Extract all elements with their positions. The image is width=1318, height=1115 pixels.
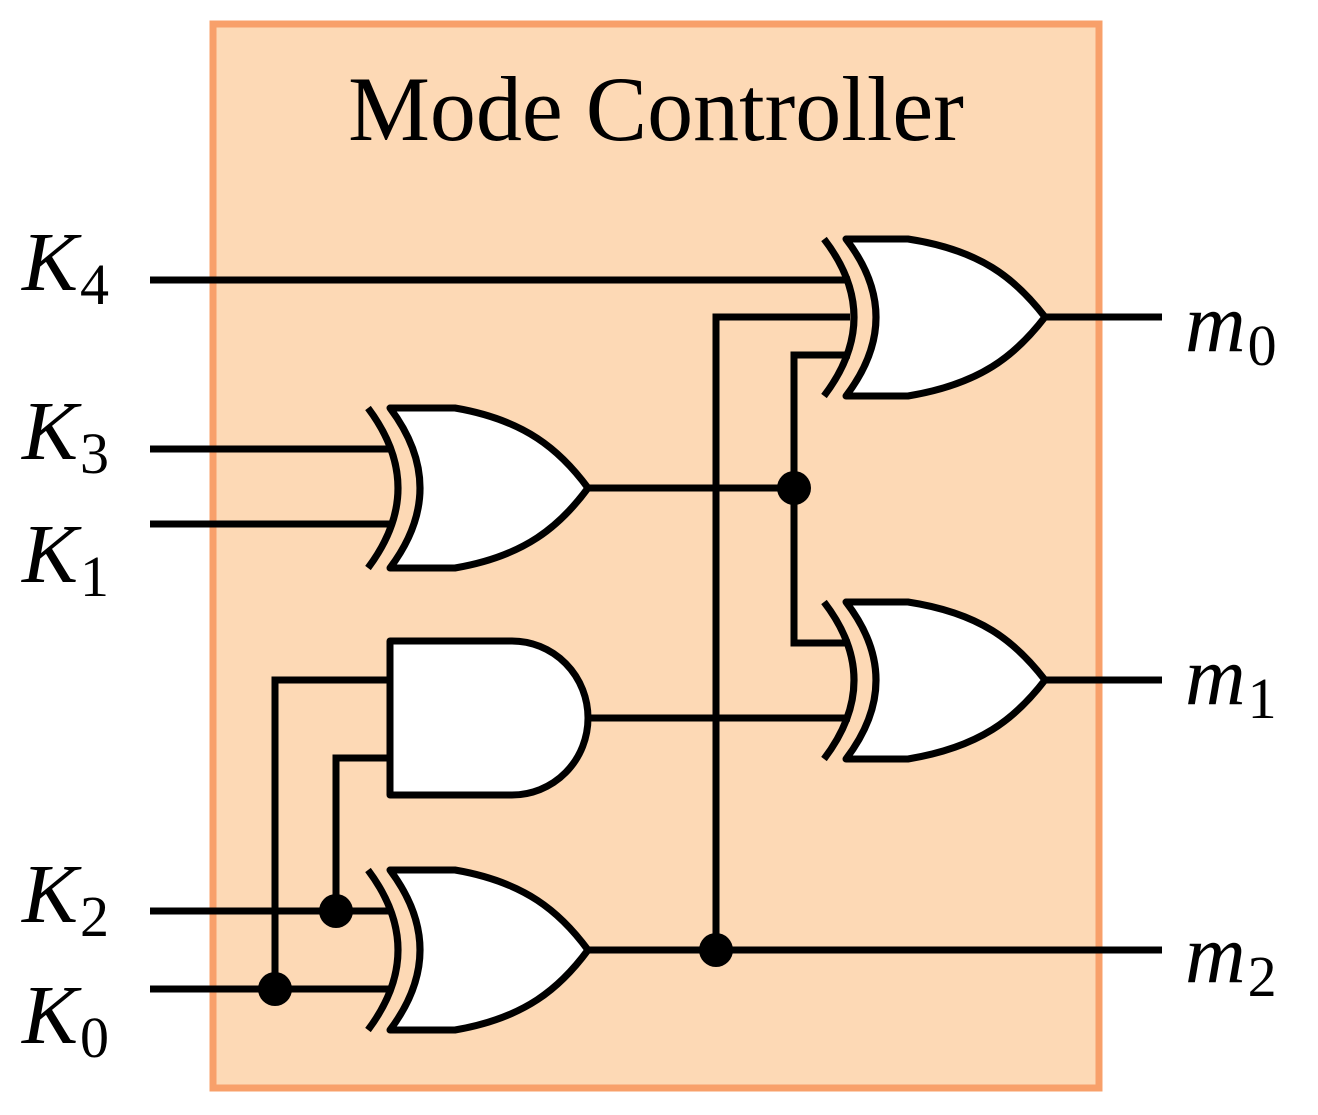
xor-gate-k2-k0 <box>365 866 592 1034</box>
wire-xor1-to-m1 <box>790 488 850 647</box>
input-label-k2: K2 <box>21 848 109 949</box>
input-label-k1: K1 <box>21 508 109 609</box>
junction-dot-k0 <box>258 972 292 1006</box>
input-label-k4: K4 <box>21 216 109 317</box>
xor-gate-m1 <box>821 598 1049 763</box>
xor-gate-k3-k1 <box>365 404 592 572</box>
and-gate-k0-k2 <box>386 637 592 799</box>
wire-k2-branch <box>332 754 390 911</box>
xor-gate-m0 <box>821 235 1049 400</box>
wire-k0-branch <box>271 676 390 989</box>
controller-title: Mode Controller <box>348 58 964 160</box>
controller-box <box>209 20 1103 1092</box>
output-label-m0: m0 <box>1185 277 1277 378</box>
junction-dot-m2 <box>699 933 733 967</box>
input-label-k3: K3 <box>21 385 109 486</box>
junction-dot-xor1 <box>777 471 811 505</box>
input-label-k0: K0 <box>21 969 109 1070</box>
junction-dot-k2 <box>319 894 353 928</box>
output-label-m2: m2 <box>1185 908 1277 1009</box>
wire-xor1-to-m0 <box>790 351 850 488</box>
wire-m2-feedback <box>712 313 850 950</box>
output-label-m1: m1 <box>1185 630 1277 731</box>
